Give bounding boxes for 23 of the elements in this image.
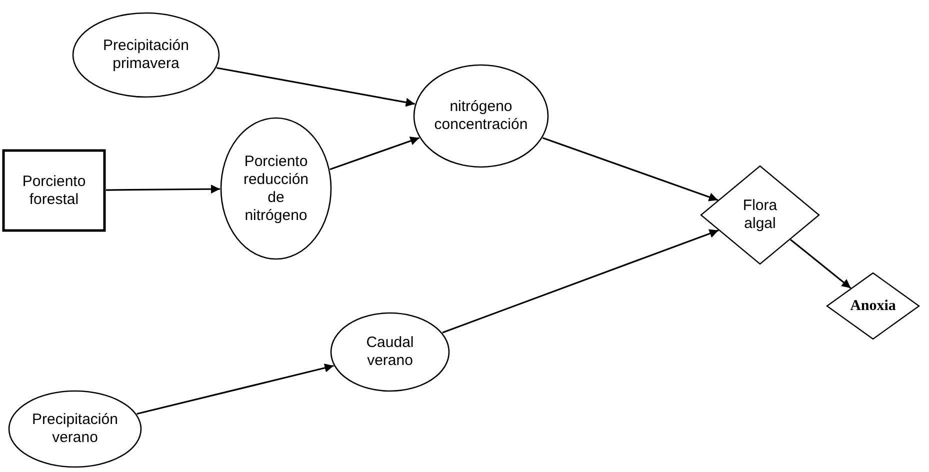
ellipse-node <box>330 312 450 392</box>
arrow <box>216 67 415 107</box>
arrow <box>542 137 718 202</box>
node-label: Anoxia <box>849 297 897 315</box>
node-label: nitrógeno concentración <box>433 98 529 134</box>
ellipse-node <box>413 64 549 168</box>
arrow <box>442 229 719 334</box>
process-box <box>2 149 106 232</box>
node-label: Flora algal <box>742 197 778 233</box>
decision-diamond <box>826 272 920 340</box>
decision-diamond <box>700 165 820 265</box>
arrow <box>136 364 334 415</box>
arrow <box>330 136 420 170</box>
node-label: Caudal verano <box>365 334 415 370</box>
node-label: Precipitación primavera <box>102 37 190 73</box>
arrow <box>106 184 220 194</box>
ellipse-node <box>8 390 142 468</box>
arrow <box>790 238 852 289</box>
node-label: Precipitación verano <box>31 411 119 447</box>
ellipse-node <box>72 12 220 98</box>
node-label: Porciento reducción de nitrógeno <box>242 152 310 224</box>
ellipse-node <box>220 117 332 260</box>
node-label: Porciento forestal <box>21 172 87 208</box>
